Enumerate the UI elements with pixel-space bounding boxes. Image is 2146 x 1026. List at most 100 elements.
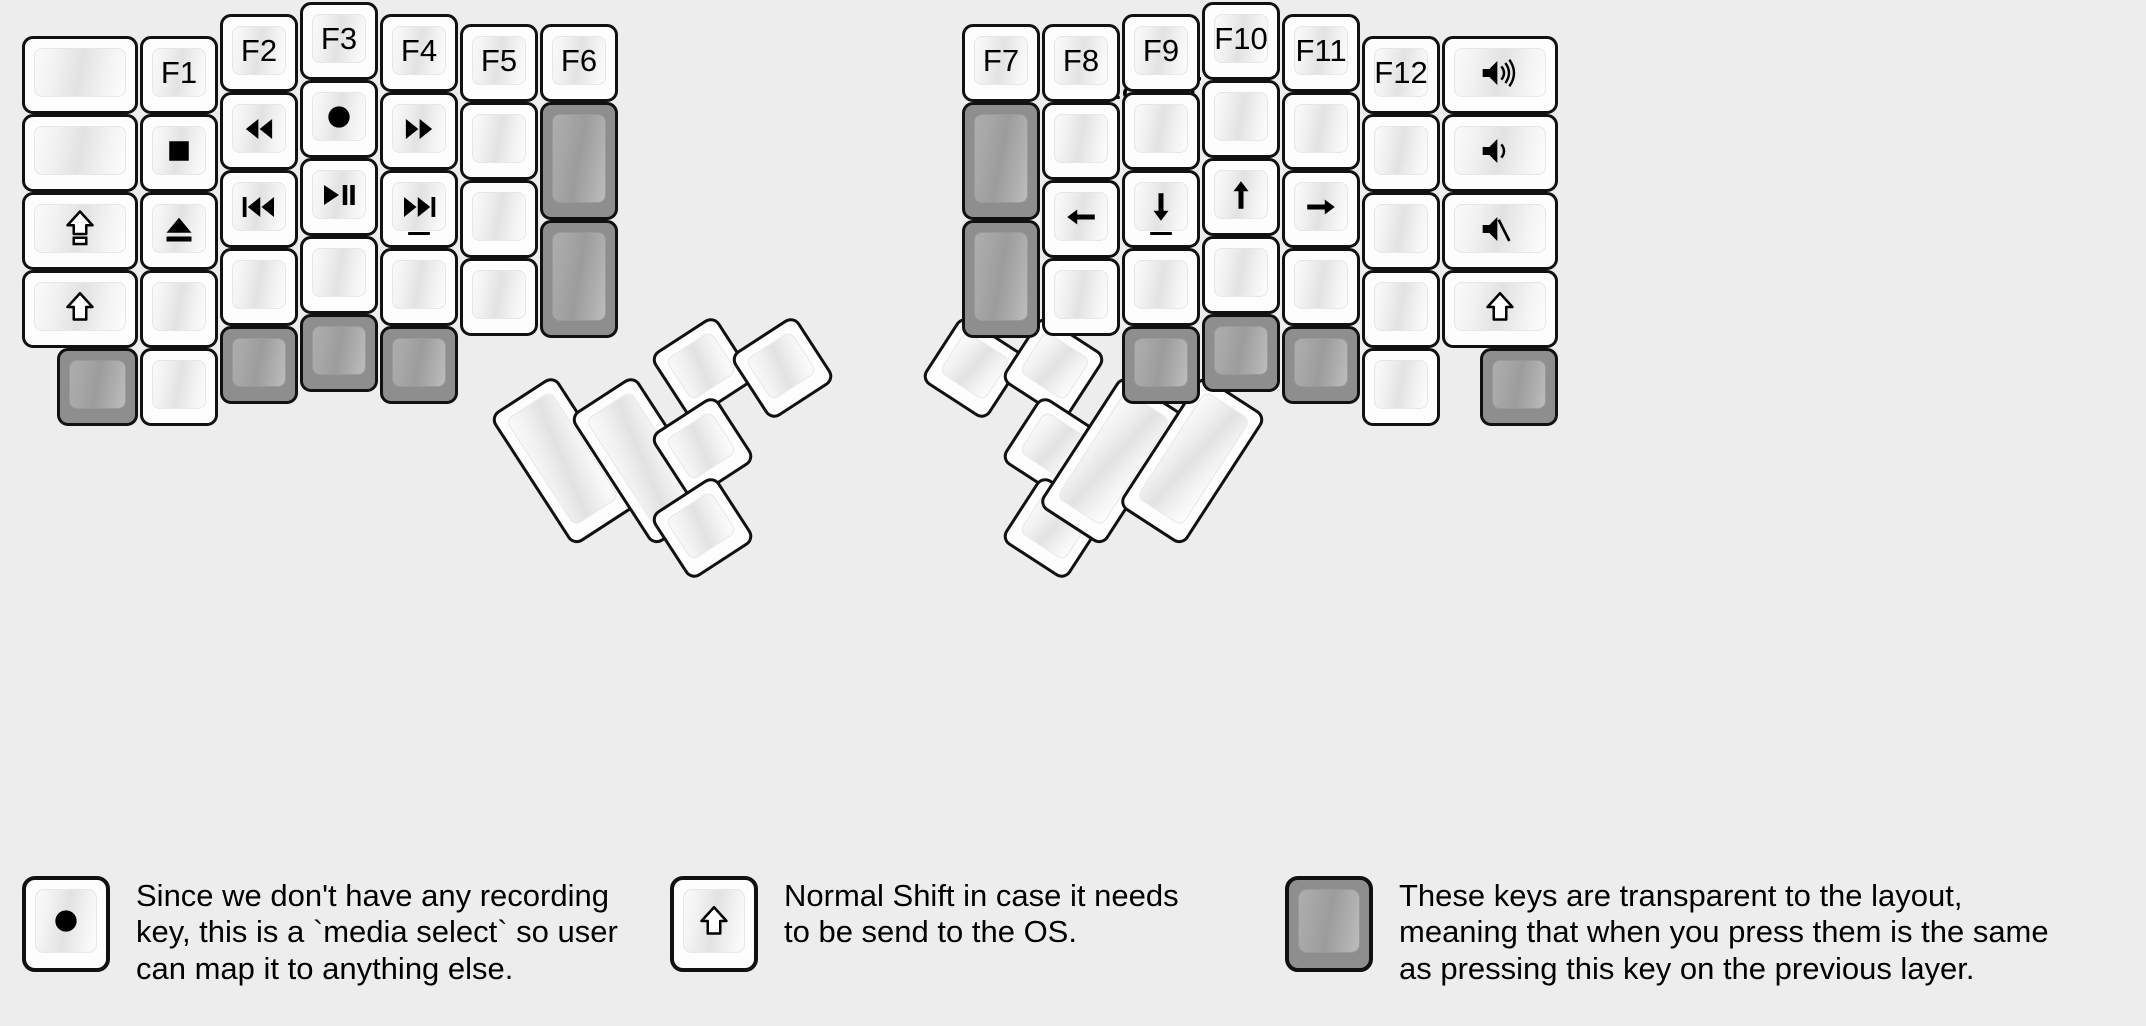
- keycap-surface: [152, 204, 206, 253]
- key-middle-2[interactable]: [1202, 80, 1280, 158]
- keycap-surface: F11: [1294, 26, 1348, 75]
- key-pinky-2-media-stop[interactable]: [140, 114, 218, 192]
- key-ring-1-f2[interactable]: F2: [220, 14, 298, 92]
- key-pinky-outer-5-transparent[interactable]: [1480, 348, 1558, 426]
- keycap-surface: [1374, 282, 1428, 331]
- key-pinky-outer-1[interactable]: [22, 36, 138, 114]
- key-pinky-4[interactable]: [1362, 270, 1440, 348]
- keycap-surface: [1492, 360, 1546, 409]
- keycap-surface: [472, 192, 526, 241]
- key-label: F1: [160, 55, 198, 90]
- key-middle-1-f10[interactable]: F10: [1202, 2, 1280, 80]
- key-label: F6: [560, 43, 598, 78]
- keycap-surface: [1054, 192, 1108, 241]
- key-index-4[interactable]: [380, 248, 458, 326]
- key-pinky-outer-2-volume-down[interactable]: [1442, 114, 1558, 192]
- keycap-surface: [232, 260, 286, 309]
- key-index-outer-3-transparent[interactable]: [962, 220, 1040, 338]
- key-pinky-2[interactable]: [1362, 114, 1440, 192]
- key-index-4[interactable]: [1122, 248, 1200, 326]
- keycap-surface: F7: [974, 36, 1028, 85]
- key-middle-1-f3[interactable]: F3: [300, 2, 378, 80]
- key-pinky-1-f1[interactable]: F1: [140, 36, 218, 114]
- key-pinky-5[interactable]: [140, 348, 218, 426]
- key-index-outer-3-transparent[interactable]: [540, 220, 618, 338]
- keycap-surface: F9: [1134, 26, 1188, 75]
- key-index-inner-1-f5[interactable]: F5: [460, 24, 538, 102]
- key-index-inner-3[interactable]: [460, 180, 538, 258]
- keycap-surface: [312, 170, 366, 219]
- key-label: F8: [1062, 43, 1100, 78]
- keycap-surface: [34, 282, 126, 331]
- key-middle-4[interactable]: [1202, 236, 1280, 314]
- key-ring-2[interactable]: [1282, 92, 1360, 170]
- keycap-surface: [69, 360, 126, 409]
- keycap-surface: [1214, 248, 1268, 297]
- key-middle-2-media-record[interactable]: [300, 80, 378, 158]
- key-index-3-arrow-down[interactable]: [1122, 170, 1200, 248]
- key-pinky-outer-4-shift[interactable]: [1442, 270, 1558, 348]
- keycap-surface: [34, 48, 126, 97]
- key-index-outer-2-transparent[interactable]: [962, 102, 1040, 220]
- keycap-surface: [1298, 889, 1360, 953]
- key-index-outer-1-f6[interactable]: F6: [540, 24, 618, 102]
- keycap-surface: [392, 104, 446, 153]
- key-pinky-outer-2[interactable]: [22, 114, 138, 192]
- media-rewind-icon: [241, 114, 277, 144]
- key-index-outer-1-f7[interactable]: F7: [962, 24, 1040, 102]
- key-ring-2-media-rewind[interactable]: [220, 92, 298, 170]
- key-ring-5-transparent[interactable]: [220, 326, 298, 404]
- key-index-inner-3-arrow-left[interactable]: [1042, 180, 1120, 258]
- keycap-surface: F3: [312, 14, 366, 63]
- key-thumb-small-2[interactable]: [728, 314, 837, 422]
- key-index-inner-2[interactable]: [1042, 102, 1120, 180]
- key-index-1-f4[interactable]: F4: [380, 14, 458, 92]
- keycap-surface: [745, 330, 818, 402]
- key-ring-5-transparent[interactable]: [1282, 326, 1360, 404]
- key-pinky-outer-3-caps-lock[interactable]: [22, 192, 138, 270]
- key-pinky-3-media-eject[interactable]: [140, 192, 218, 270]
- key-middle-3-arrow-up[interactable]: [1202, 158, 1280, 236]
- key-middle-4[interactable]: [300, 236, 378, 314]
- key-index-5-transparent[interactable]: [380, 326, 458, 404]
- key-pinky-5[interactable]: [1362, 348, 1440, 426]
- key-index-inner-2[interactable]: [460, 102, 538, 180]
- key-underbar-marker: [408, 232, 430, 235]
- keycap-surface: [683, 889, 745, 953]
- key-index-2[interactable]: [1122, 92, 1200, 170]
- key-pinky-4[interactable]: [140, 270, 218, 348]
- arrow-left-icon: [1061, 202, 1101, 232]
- key-index-5-transparent[interactable]: [1122, 326, 1200, 404]
- key-ring-3-arrow-right[interactable]: [1282, 170, 1360, 248]
- key-pinky-outer-1-volume-up[interactable]: [1442, 36, 1558, 114]
- key-label: F12: [1374, 55, 1428, 90]
- key-label: F9: [1142, 33, 1180, 68]
- key-index-3-media-next-track[interactable]: [380, 170, 458, 248]
- key-index-outer-2-transparent[interactable]: [540, 102, 618, 220]
- key-index-inner-4[interactable]: [1042, 258, 1120, 336]
- key-ring-1-f11[interactable]: F11: [1282, 14, 1360, 92]
- key-middle-3-media-play-pause[interactable]: [300, 158, 378, 236]
- keycap-surface: [312, 92, 366, 141]
- keycap-surface: [152, 282, 206, 331]
- keycap-surface: [1294, 260, 1348, 309]
- key-index-inner-1-f8[interactable]: F8: [1042, 24, 1120, 102]
- key-middle-5-transparent[interactable]: [300, 314, 378, 392]
- key-ring-4[interactable]: [1282, 248, 1360, 326]
- legend-description: Normal Shift in case it needs to be send…: [784, 878, 1179, 950]
- key-pinky-outer-5-transparent[interactable]: [57, 348, 138, 426]
- keycap-surface: F5: [472, 36, 526, 85]
- key-pinky-outer-4-shift[interactable]: [22, 270, 138, 348]
- key-index-1-f9[interactable]: F9: [1122, 14, 1200, 92]
- key-index-2-media-fast-forward[interactable]: [380, 92, 458, 170]
- key-ring-3-media-prev-track[interactable]: [220, 170, 298, 248]
- key-middle-5-transparent[interactable]: [1202, 314, 1280, 392]
- keycap-surface: [1054, 270, 1108, 319]
- key-ring-4[interactable]: [220, 248, 298, 326]
- key-pinky-outer-3-volume-mute[interactable]: [1442, 192, 1558, 270]
- key-pinky-3[interactable]: [1362, 192, 1440, 270]
- keycap-surface: F8: [1054, 36, 1108, 85]
- key-index-inner-4[interactable]: [460, 258, 538, 336]
- keycap-surface: [1134, 182, 1188, 231]
- key-pinky-1-f12[interactable]: F12: [1362, 36, 1440, 114]
